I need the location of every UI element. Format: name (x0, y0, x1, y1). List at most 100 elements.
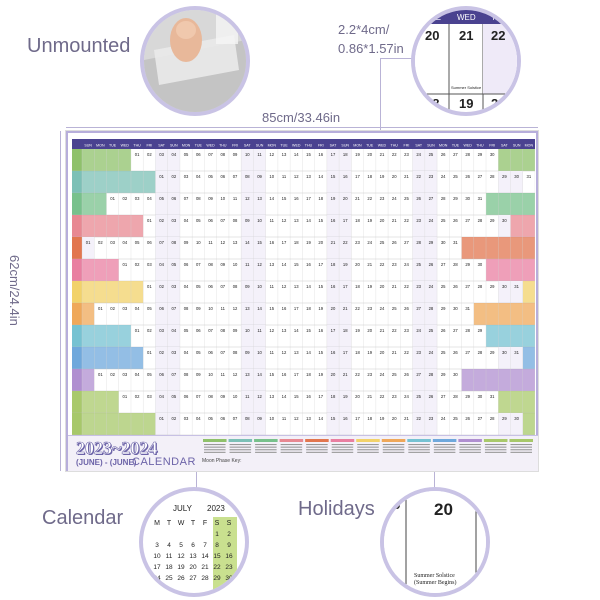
month-tab (72, 369, 82, 391)
day-number: 01 (98, 372, 103, 377)
day-number: 11 (270, 284, 275, 289)
day-number: 16 (343, 416, 348, 421)
day-number: 29 (465, 394, 470, 399)
mini-month-line (280, 449, 303, 451)
weekend-cell (424, 369, 438, 391)
weekend-cell (253, 281, 266, 303)
weekend-cell (339, 391, 352, 413)
day-number: 02 (159, 218, 164, 223)
day-number: 19 (331, 196, 336, 201)
day-number: 08 (208, 262, 213, 267)
day-number: 13 (269, 394, 274, 399)
weekend-cell (241, 281, 254, 303)
day-number: 31 (465, 306, 470, 311)
day-number: 06 (171, 196, 176, 201)
day-number: 15 (282, 196, 287, 201)
day-number: 18 (355, 350, 360, 355)
day-number: 18 (331, 262, 336, 267)
day-number: 12 (294, 416, 299, 421)
month-lead-block (82, 303, 95, 325)
day-number: 08 (196, 196, 201, 201)
day-number: 25 (404, 196, 409, 201)
weekend-cell (167, 347, 180, 369)
weekend-cell (155, 369, 168, 391)
weekend-cell (253, 369, 266, 391)
day-number: 24 (429, 218, 434, 223)
mini-cal-day: 17 (153, 564, 161, 571)
day-number: 27 (404, 240, 409, 245)
weekend-cell (339, 281, 352, 303)
month-trail-block (522, 281, 535, 303)
day-number: 13 (294, 284, 299, 289)
weekend-cell (339, 347, 352, 369)
mini-month-bar (381, 439, 406, 442)
day-number: 04 (135, 306, 140, 311)
peel-illustration (144, 10, 246, 112)
day-number: 30 (502, 350, 507, 355)
day-number: 08 (245, 416, 250, 421)
day-number: 13 (306, 174, 311, 179)
day-number: 29 (478, 328, 483, 333)
month-tab (72, 281, 82, 303)
zoom-date-19: 19 (459, 96, 473, 111)
weekend-cell (253, 171, 266, 193)
day-number: 15 (318, 350, 323, 355)
day-number: 18 (331, 394, 336, 399)
day-number: 04 (135, 372, 140, 377)
mini-cal-day: 3 (155, 542, 159, 549)
day-number: 03 (110, 240, 115, 245)
weekend-cell (412, 149, 425, 171)
day-number: 23 (416, 218, 421, 223)
day-number: 06 (208, 218, 213, 223)
zoom-date-18: 18 (425, 96, 439, 111)
mini-month-line (331, 449, 354, 451)
day-number: 26 (404, 306, 409, 311)
day-number: 30 (465, 196, 470, 201)
mini-month-line (357, 451, 379, 453)
mini-cal-day: 5 (179, 542, 183, 549)
weekend-cell (412, 237, 425, 259)
mini-month-line (306, 446, 328, 448)
mini-cal-day: 19 (177, 564, 185, 571)
day-number: 23 (380, 196, 385, 201)
day-number: 20 (392, 416, 397, 421)
day-number: 21 (404, 416, 409, 421)
weekend-cell (510, 347, 523, 369)
mini-month-line (331, 444, 354, 446)
weekend-cell (326, 237, 340, 259)
day-number: 10 (220, 196, 225, 201)
weekend-cell (412, 413, 425, 435)
weekend-cell (498, 281, 511, 303)
mini-month-line (510, 444, 532, 446)
day-number: 15 (306, 152, 311, 157)
header-day: SUN (341, 144, 349, 148)
weekend-cell (167, 281, 180, 303)
day-number: 09 (220, 262, 225, 267)
poster-footer: 2023~2024 (JUNE) - (JUNE) CALENDAR Moon … (68, 435, 538, 471)
day-number: 17 (294, 372, 299, 377)
day-number: 26 (416, 196, 421, 201)
mini-cal-day: 2 (227, 531, 231, 538)
day-number: 08 (184, 372, 189, 377)
mini-month-line (229, 446, 252, 448)
day-number: 18 (318, 196, 323, 201)
day-number: 02 (159, 350, 164, 355)
weekend-cell (424, 325, 438, 347)
weekend-cell (326, 149, 340, 171)
day-number: 22 (392, 152, 397, 157)
day-number: 05 (196, 218, 201, 223)
weekend-cell (424, 149, 438, 171)
day-number: 18 (367, 416, 372, 421)
day-number: 10 (233, 262, 238, 267)
weekend-cell (167, 391, 180, 413)
day-number: 28 (453, 394, 458, 399)
day-number: 11 (282, 416, 287, 421)
weekend-cell (412, 325, 425, 347)
weekend-cell (412, 281, 425, 303)
weekend-cell (241, 369, 254, 391)
day-number: 07 (196, 394, 201, 399)
weekend-cell (253, 149, 266, 171)
day-number: 22 (404, 284, 409, 289)
weekend-cell (155, 391, 168, 413)
day-number: 27 (465, 284, 470, 289)
